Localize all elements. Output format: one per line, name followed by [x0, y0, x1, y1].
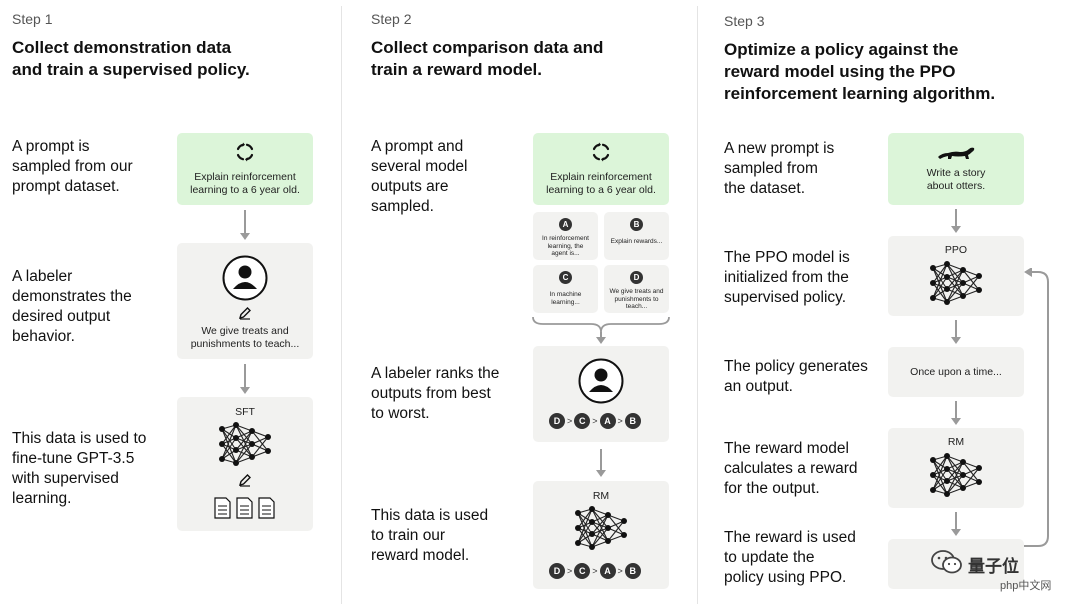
- column-divider-1: [341, 6, 342, 604]
- rm-model-title: RM: [947, 436, 965, 448]
- neural-network-icon: [930, 261, 982, 305]
- watermark-site: php中文网: [1000, 580, 1052, 592]
- step-1-column: Step 1 Collect demonstration data and tr…: [0, 0, 340, 610]
- step-1-arrow-2: [240, 364, 250, 394]
- neural-network-icon: [575, 506, 627, 550]
- ppo-model-title: PPO: [944, 244, 968, 256]
- rm-model-title: RM: [592, 490, 610, 502]
- sft-model-title: SFT: [235, 406, 255, 418]
- step-1-title: Collect demonstration data and train a s…: [12, 38, 250, 79]
- step-2-label: Step 2: [371, 11, 412, 27]
- step-2-rm-box: RM D>C>A>B: [533, 481, 669, 589]
- column-divider-2: [697, 6, 698, 604]
- step-3-ppo-box: PPO: [888, 236, 1024, 316]
- neural-network-icon: [930, 453, 982, 497]
- otter-icon: [938, 147, 975, 159]
- pencil-icon: [238, 474, 251, 487]
- watermark-text: 量子位: [968, 557, 1019, 576]
- pencil-icon: [238, 307, 251, 320]
- step-3-arrow-4: [951, 512, 961, 536]
- step-1-label: Step 1: [12, 11, 53, 27]
- step-3-label: Step 3: [724, 13, 765, 29]
- refresh-icon: [236, 142, 254, 162]
- output-box-b: B Explain rewards...: [604, 212, 669, 260]
- step-2-arrow-1: [596, 332, 606, 344]
- feedback-loop-arrow: [1024, 268, 1049, 547]
- step-1-arrow-1: [240, 210, 250, 240]
- rm-ranking-order: D>C>A>B: [549, 562, 641, 579]
- step-2-arrow-2: [596, 449, 606, 477]
- step-1-sft-box: SFT: [177, 397, 313, 531]
- step-3-arrow-3: [951, 401, 961, 425]
- refresh-icon: [592, 142, 610, 162]
- step-3-output-box: Once upon a time...: [888, 347, 1024, 397]
- step-3-arrow-2: [951, 320, 961, 344]
- wechat-logo-icon: [931, 550, 962, 574]
- ranking-order: D>C>A>B: [549, 412, 641, 429]
- neural-network-icon: [219, 422, 271, 466]
- labeler-avatar-icon: [578, 358, 624, 404]
- labeler-avatar-icon: [222, 255, 268, 301]
- documents-icon: [214, 497, 275, 519]
- step-2-ranking-box: D>C>A>B: [533, 346, 669, 442]
- step-3-arrow-1: [951, 209, 961, 233]
- step-3-rm-box: RM: [888, 428, 1024, 508]
